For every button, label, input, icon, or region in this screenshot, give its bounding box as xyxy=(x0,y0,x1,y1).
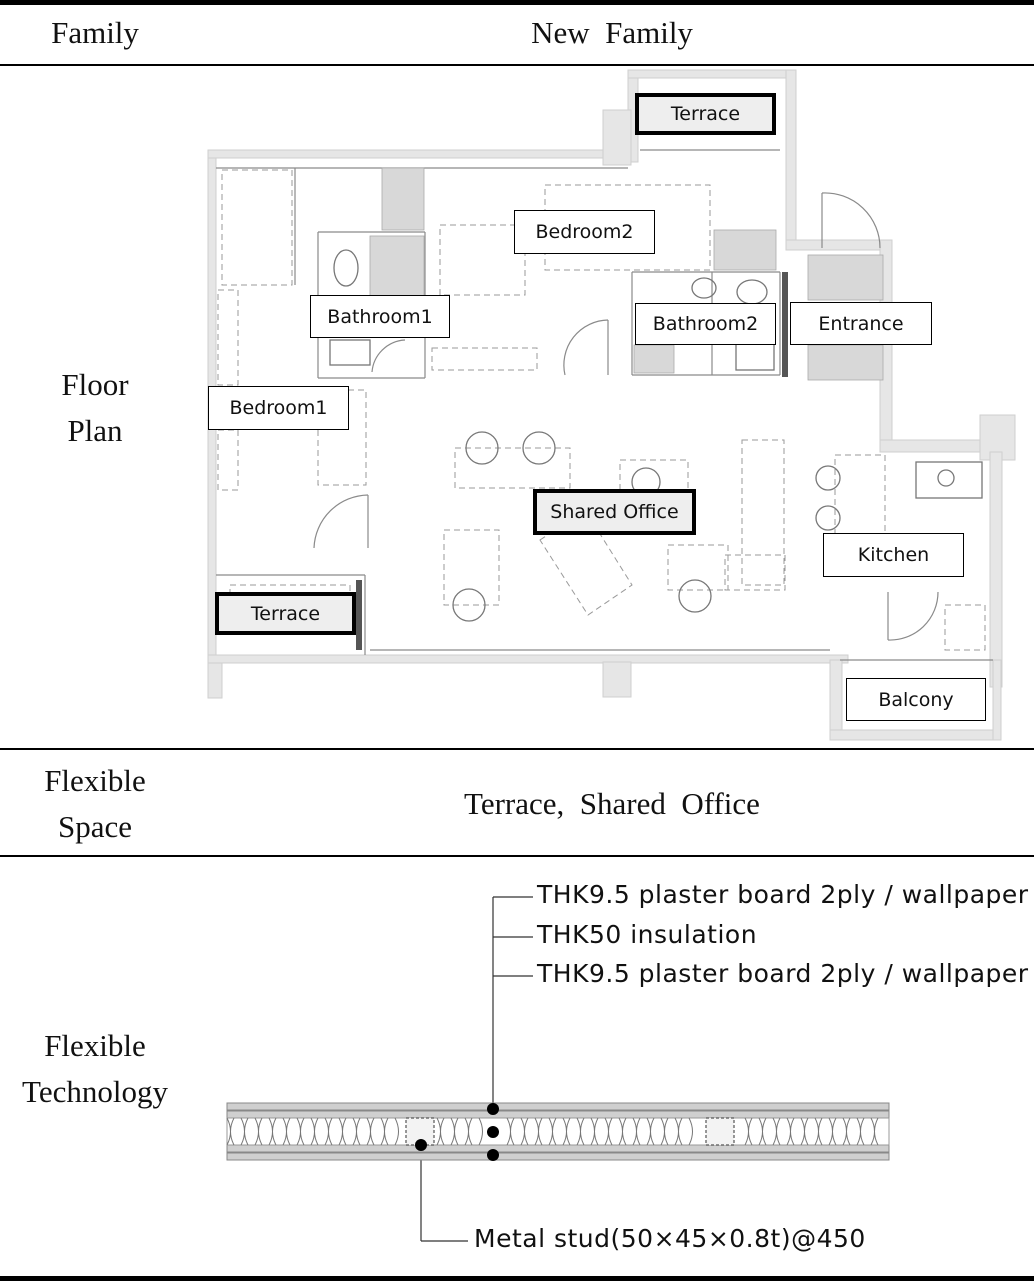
room-label-terrace-top: Terrace xyxy=(635,93,776,135)
top-rule xyxy=(0,0,1034,5)
room-label-entrance: Entrance xyxy=(790,302,932,345)
flexible-technology-label: Flexible Technology xyxy=(0,1023,190,1115)
room-label-bathroom1: Bathroom1 xyxy=(310,295,450,338)
bottom-rule xyxy=(0,1276,1034,1281)
room-label-bedroom2: Bedroom2 xyxy=(514,210,655,254)
floorplan-rule xyxy=(0,748,1034,750)
flexible-space-value: Terrace, Shared Office xyxy=(464,786,760,821)
flexible-technology-label-line2: Technology xyxy=(22,1074,168,1109)
header-value: New Family xyxy=(531,15,693,50)
header-rule xyxy=(0,64,1034,66)
flexible-space-label-line1: Flexible xyxy=(44,763,146,798)
layer-note-1: THK9.5 plaster board 2ply / wallpaper xyxy=(537,880,1029,909)
room-label-shared-office: Shared Office xyxy=(533,489,696,535)
flexible-technology-label-line1: Flexible xyxy=(44,1028,146,1063)
room-label-balcony: Balcony xyxy=(846,678,986,721)
floor-plan-label: Floor Plan xyxy=(0,362,190,454)
layer-note-2: THK50 insulation xyxy=(537,920,758,949)
floor-plan-label-line1: Floor xyxy=(61,367,129,402)
flexible-space-label-line2: Space xyxy=(57,809,133,844)
stud-note: Metal stud(50×45×0.8t)@450 xyxy=(474,1224,866,1253)
room-label-bedroom1: Bedroom1 xyxy=(208,386,349,430)
space-rule xyxy=(0,855,1034,857)
room-label-kitchen: Kitchen xyxy=(823,533,964,577)
floor-plan-label-line2: Plan xyxy=(67,413,123,448)
layer-note-3: THK9.5 plaster board 2ply / wallpaper xyxy=(537,959,1029,988)
flexible-space-label: Flexible Space xyxy=(0,758,190,850)
room-label-bathroom2: Bathroom2 xyxy=(635,303,776,345)
header-family-label: Family xyxy=(51,15,139,50)
room-label-terrace-bottom: Terrace xyxy=(215,592,356,635)
